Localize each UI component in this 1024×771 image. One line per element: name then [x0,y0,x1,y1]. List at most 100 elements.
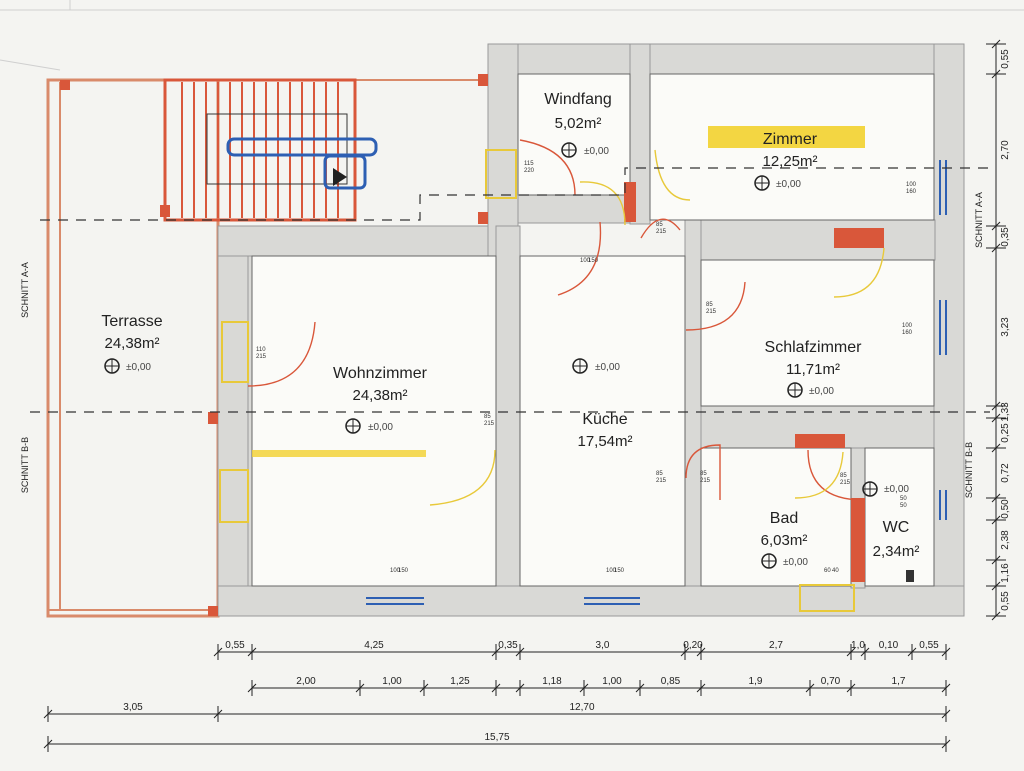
level-mark: ±0,00 [368,422,393,433]
room-area: 17,54m² [577,433,632,450]
dimension-label: 0,35 [1000,227,1011,247]
room-name: Windfang [544,91,612,108]
size-label: 220 [524,168,535,174]
room-terrasse: Terrasse 24,38m² ±0,00 [101,313,163,374]
section-label-aa-left: SCHNITT A-A [20,262,30,318]
size-label: 85 [706,302,713,308]
size-label: 150 [398,568,409,574]
size-label: 85 [840,473,847,479]
room-windfang: Windfang 5,02m² ±0,00 [544,91,612,158]
size-label: 160 [906,189,917,195]
size-label: 150 [588,258,599,264]
dimension-label: 1,00 [382,676,402,687]
section-label-bb-right: SCHNITT B-B [964,442,974,498]
chimney-blocks [60,74,884,616]
section-label-aa-right: SCHNITT A-A [974,192,984,248]
size-label: 85 [656,222,663,228]
dimension-chain-right: 0,55 2,70 0,35 3,23 1,330,25 0,72 0,50 2,38 1,16… [986,39,1011,621]
room-area: 6,03m² [761,532,808,549]
door-swings [247,139,864,501]
size-label: 215 [700,478,711,484]
room-area: 24,38m² [352,387,407,404]
size-label: 215 [484,421,495,427]
dimension-label: 3,0 [596,640,610,651]
size-label: 115 [524,161,534,167]
level-mark: ±0,00 [783,557,808,568]
size-label: 215 [656,229,667,235]
size-label: 85 [700,471,707,477]
dimension-label: 2,38 [1000,530,1011,550]
level-mark: ±0,00 [584,146,609,157]
dimension-label: 0,10 [879,640,899,651]
size-label: 215 [656,478,667,484]
dimension-label: 1,16 [1000,563,1011,583]
room-wc: ±0,00 WC 2,34m² [862,481,919,582]
size-label: 85 [484,414,491,420]
dimension-label: 0,55 [1000,591,1011,611]
size-label: 50 [900,496,907,502]
opening-size-labels: 115 220 110 215 85 215 85 215 85 215 85 … [256,161,917,574]
dimension-label: 0,20 [683,640,703,651]
room-area: 12,25m² [762,153,817,170]
dimension-label: 0,85 [661,676,681,687]
dimension-label: 1,18 [542,676,562,687]
dimension-label: 2,70 [1000,140,1011,160]
dimension-label: 0,70 [821,676,841,687]
dimension-label: 1,00 [602,676,622,687]
dimension-label: 1,33 [1000,402,1011,422]
size-label: 110 [256,347,266,353]
dimension-label: 12,70 [569,702,594,713]
windows [366,160,947,605]
room-area: 11,71m² [786,361,840,378]
new-walls [219,126,865,612]
dimension-label: 0,72 [1000,463,1011,483]
room-area: 24,38m² [104,335,159,352]
dimension-label: 4,25 [364,640,384,651]
room-schlafzimmer: Schlafzimmer 11,71m² ±0,00 [765,339,863,398]
size-label: 85 [656,471,663,477]
size-label: 100 [906,182,917,188]
room-name: WC [883,519,910,536]
paper-lines [0,0,1024,71]
size-label: 160 [902,330,913,336]
room-name: Bad [770,510,798,527]
size-label: 60 [824,568,831,574]
dimension-label: 1,7 [892,676,906,687]
level-mark: ±0,00 [809,386,834,397]
dimension-label: 3,05 [123,702,143,713]
size-label: 100 [390,568,401,574]
dimension-label: 1,9 [749,676,763,687]
dimension-label: 2,00 [296,676,316,687]
room-name: Terrasse [101,313,162,330]
dimension-label: 0,35 [498,640,518,651]
room-wohnzimmer: Wohnzimmer 24,38m² ±0,00 [333,365,428,434]
level-mark: ±0,00 [595,362,620,373]
staircase [163,78,378,222]
room-name: Schlafzimmer [765,339,863,356]
dimension-label: 0,50 [1000,499,1011,519]
room-name: Wohnzimmer [333,365,428,382]
dimension-label: 0,25 [1000,423,1011,443]
dimension-label: 0,55 [225,640,245,651]
yellow-door-swings [429,149,885,506]
dimension-label: 2,7 [769,640,783,651]
dimension-label: 3,23 [1000,317,1011,337]
size-label: 215 [256,354,267,360]
dimension-label: 1,25 [450,676,470,687]
dimension-label: 0,55 [1000,49,1011,69]
room-bad: Bad 6,03m² ±0,00 [761,510,808,569]
level-mark: ±0,00 [126,362,151,373]
size-label: 100 [580,258,591,264]
size-label: 150 [614,568,625,574]
size-label: 40 [832,568,839,574]
size-label: 50 [900,503,907,509]
size-label: 215 [706,309,717,315]
section-label-bb-left: SCHNITT B-B [20,437,30,493]
level-mark: ±0,00 [884,484,909,495]
dimension-label: 15,75 [484,732,509,743]
room-area: 5,02m² [555,115,602,132]
level-mark: ±0,00 [776,179,801,190]
size-label: 100 [606,568,617,574]
